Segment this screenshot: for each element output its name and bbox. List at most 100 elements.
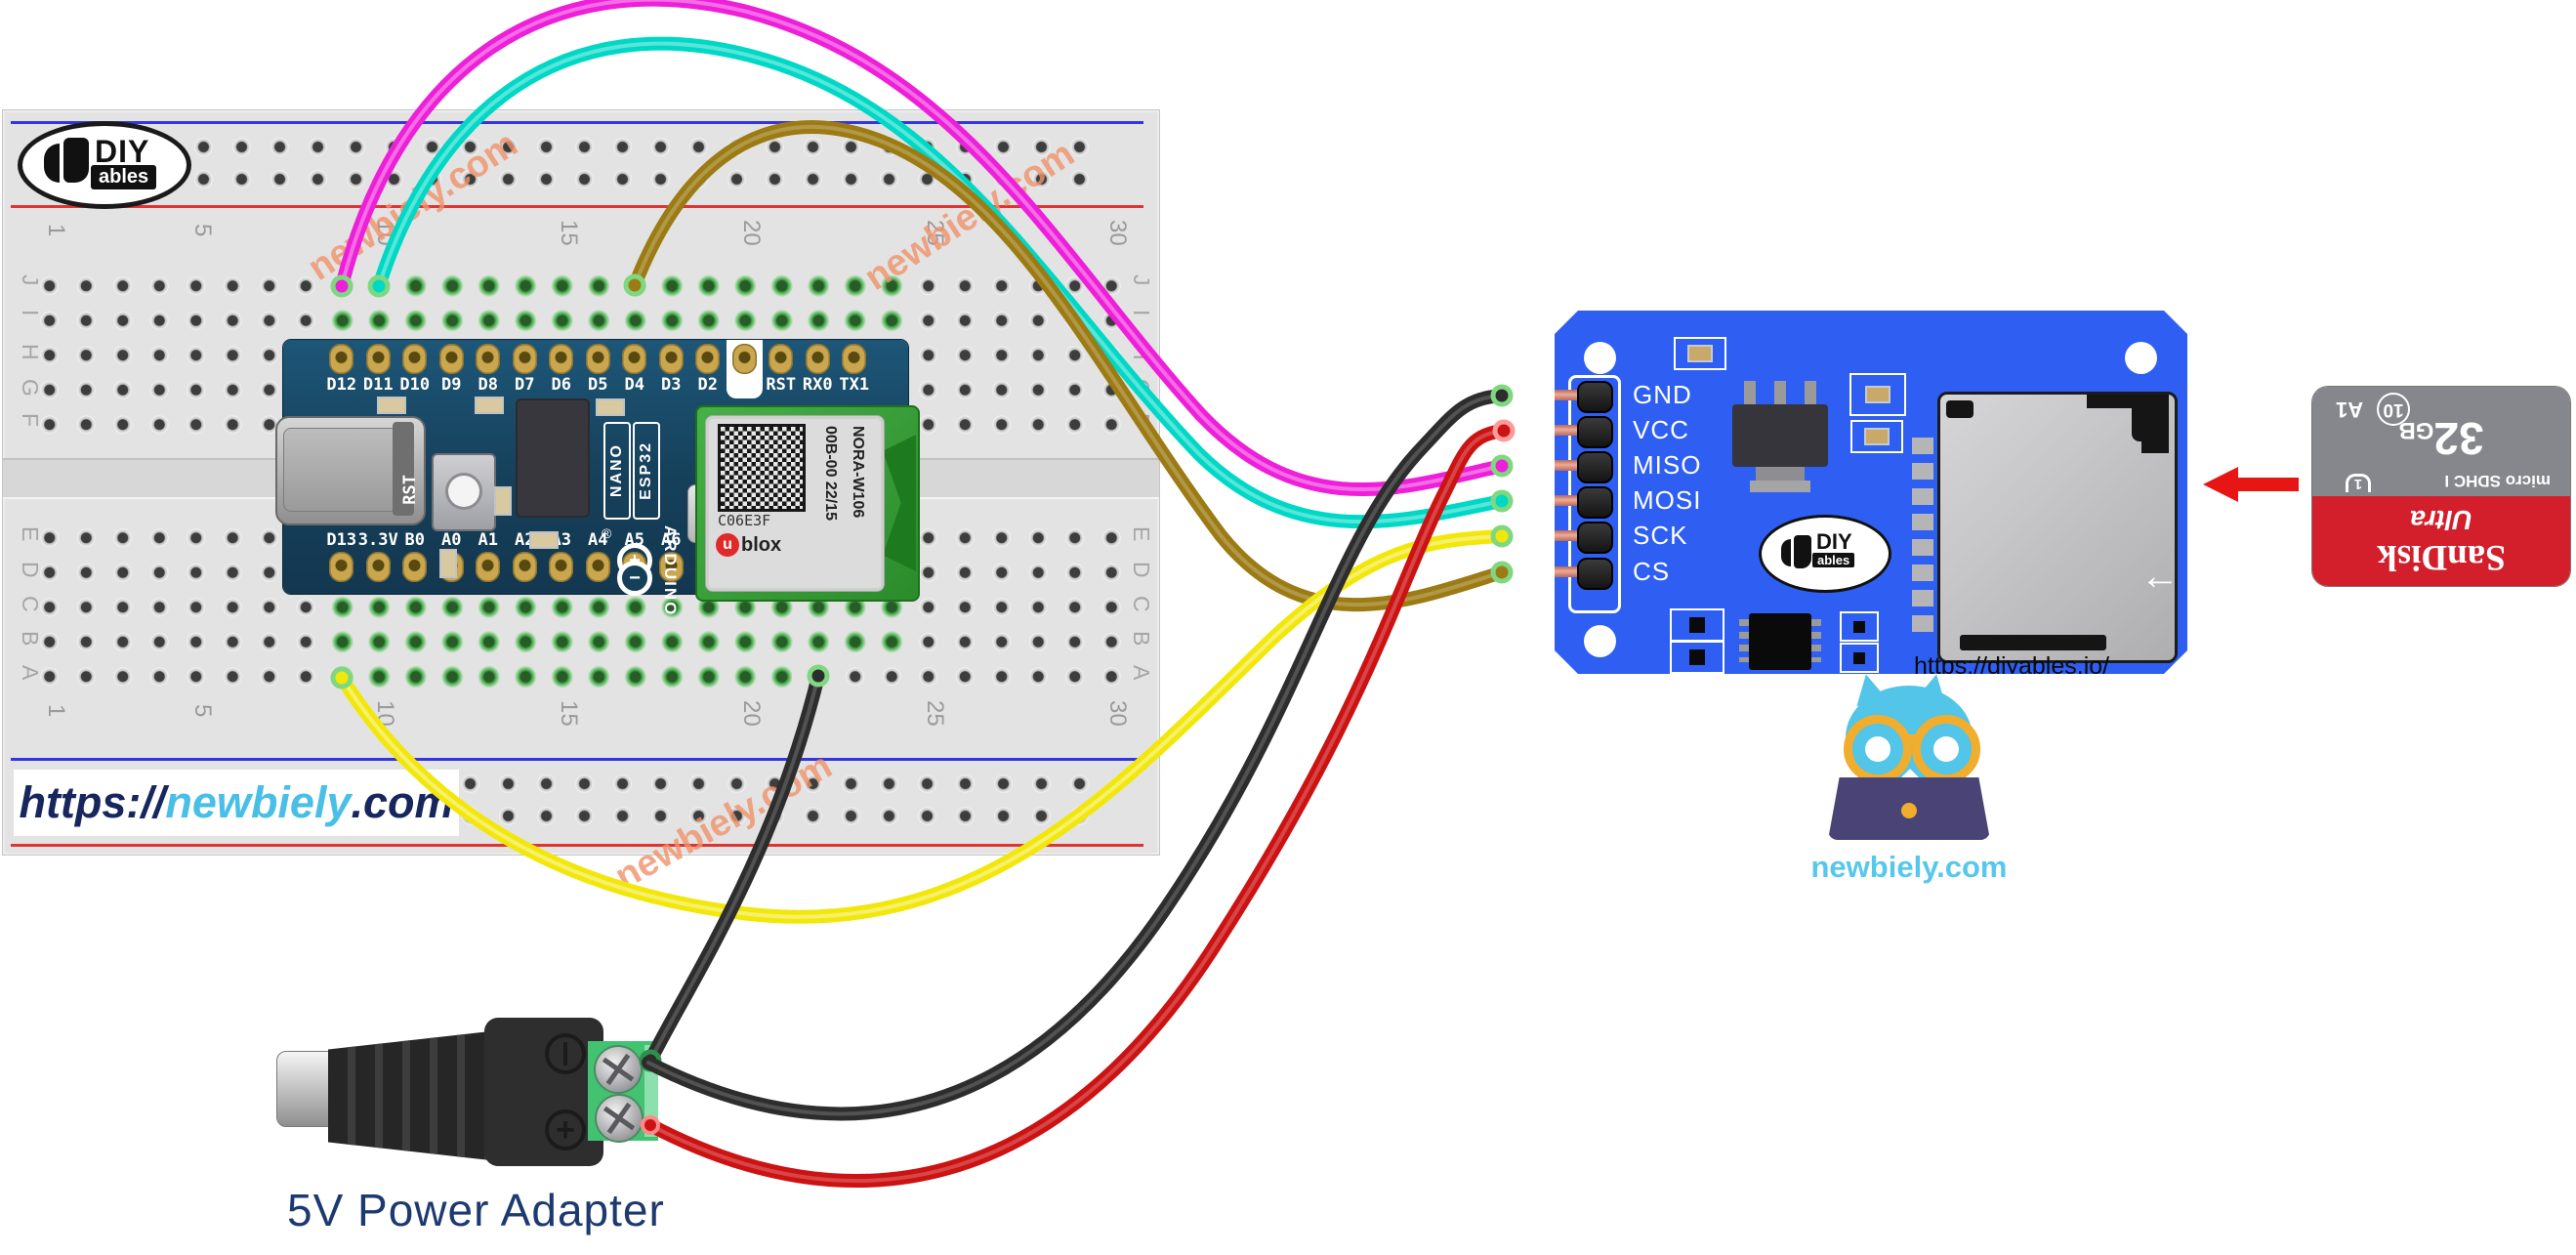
- pin-label: D3: [661, 375, 682, 395]
- jumper-contact: [1853, 620, 1865, 633]
- pin-a4: A4: [580, 531, 617, 592]
- module-sticker: C06E3F u blox 00B-00 22/15 NORA-W106: [705, 415, 885, 592]
- column-number: 15: [556, 700, 582, 727]
- pin-pad: [512, 552, 537, 582]
- regulator-leg: [1805, 381, 1816, 404]
- column-number: 5: [189, 704, 216, 718]
- pin-label: TX1: [839, 375, 870, 395]
- pin-label: RX0: [802, 375, 833, 395]
- adapter-body: +: [484, 1018, 603, 1166]
- smd-component: [529, 531, 559, 549]
- pin-d11: D11: [360, 340, 397, 398]
- minus-terminal-icon: [545, 1033, 586, 1074]
- header-pin: [1555, 460, 1586, 471]
- diyables-logo-text: ables: [1812, 553, 1855, 567]
- pin-d10: D10: [396, 340, 434, 398]
- header-pin: [1555, 425, 1586, 436]
- header-pad: [1577, 381, 1613, 413]
- diyables-logo-icon: [63, 138, 89, 183]
- ublox-blox-text: blox: [741, 533, 782, 556]
- ublox-logo: u blox: [716, 533, 781, 557]
- smd-body: [1864, 428, 1890, 445]
- module-code: C06E3F: [718, 512, 771, 529]
- row-letter: B: [1129, 631, 1154, 647]
- pin-label: D6: [551, 375, 571, 395]
- mounting-hole: [1584, 342, 1616, 374]
- pin-pad: [402, 552, 428, 582]
- diyables-logo-text: DIY: [95, 134, 150, 169]
- smd-component: [596, 398, 625, 416]
- sd-pin-label-mosi: MOSI: [1633, 485, 1702, 515]
- arduino-nano-esp32: D12 D11 D10 D9 D8 D7 D6 D5 D4 D3 D2 GND …: [275, 340, 920, 616]
- pin-pad: [585, 552, 610, 582]
- pin-pad: [658, 344, 684, 374]
- pin-pad: [476, 344, 501, 374]
- insert-direction-arrow: [2236, 478, 2299, 491]
- header-pin: [1555, 390, 1586, 400]
- reset-button: [432, 453, 496, 531]
- pin-pad: [365, 552, 391, 582]
- row-letter: D: [1129, 562, 1154, 578]
- column-number: 20: [738, 700, 765, 727]
- pin-label: A6: [661, 530, 682, 550]
- minus-bar: [563, 1042, 567, 1066]
- column-number: 1: [43, 704, 69, 718]
- diyables-url: https://diyables.io/: [1914, 652, 2110, 680]
- pin-pad: [549, 552, 574, 582]
- smd-resistor: [1850, 420, 1903, 453]
- pin-d7: D7: [507, 340, 544, 398]
- pin-d4: D4: [616, 340, 653, 398]
- header-pad: [1577, 486, 1613, 519]
- pin-label: D10: [399, 375, 431, 395]
- chip-legs: [1739, 619, 1749, 662]
- wire-vcc-sd: [641, 419, 1516, 1188]
- mcu-chip: [518, 400, 588, 516]
- jumper-contact: [1853, 651, 1865, 664]
- pin-label: D7: [515, 375, 535, 395]
- pin-label: D12: [326, 375, 357, 395]
- pin-a1: A1: [470, 531, 507, 592]
- diyables-logo-icon: [1794, 535, 1811, 568]
- pin-pad: [329, 344, 354, 374]
- sd-pin-label-gnd: GND: [1633, 380, 1692, 409]
- smd-component: [377, 397, 406, 414]
- pin-d9: D9: [434, 340, 471, 398]
- reset-button-cap: [448, 476, 479, 507]
- owl-glasses-bridge: [1906, 734, 1920, 743]
- header-pin: [1555, 495, 1586, 506]
- pin-b0: B0: [396, 531, 434, 592]
- pin-pad: [549, 344, 574, 374]
- pin-pad: [695, 344, 721, 374]
- pin-a6: A6: [653, 531, 690, 592]
- pin-pad: [402, 344, 428, 374]
- barrel-tip: [276, 1051, 335, 1127]
- url-site: newbiely: [165, 777, 352, 827]
- jumper-pad: [1670, 641, 1724, 674]
- pin-label: D13: [326, 530, 357, 550]
- row-letter: J: [18, 274, 43, 286]
- pin-d3: D3: [653, 340, 690, 398]
- header-pad: [1577, 522, 1613, 554]
- pin-pad: [658, 552, 684, 582]
- column-number: 15: [556, 220, 582, 246]
- wire-miso: [330, 0, 1514, 497]
- wire-sck: [330, 524, 1514, 924]
- sd-pin-label-cs: CS: [1633, 557, 1671, 586]
- sd-pin-label-vcc: VCC: [1633, 415, 1689, 444]
- wire-cs: [623, 120, 1514, 612]
- pin-pad: [622, 344, 647, 374]
- pin-rx0: RX0: [800, 340, 837, 398]
- slot-contacts: [1912, 438, 1933, 633]
- column-number: 30: [1104, 700, 1131, 727]
- pin-pad: [731, 344, 757, 374]
- pin-pad: [438, 344, 464, 374]
- pin-pad: [769, 344, 794, 374]
- diyables-logo-text: ables: [91, 165, 157, 189]
- slot-detail: [1946, 400, 1974, 418]
- module-part-number: 00B-00 22/15: [822, 426, 839, 521]
- pin-d12: D12: [323, 340, 360, 398]
- sd-pin-label-sck: SCK: [1633, 521, 1688, 550]
- barrel-cone: [328, 1031, 490, 1160]
- jumper-contact: [1689, 617, 1705, 633]
